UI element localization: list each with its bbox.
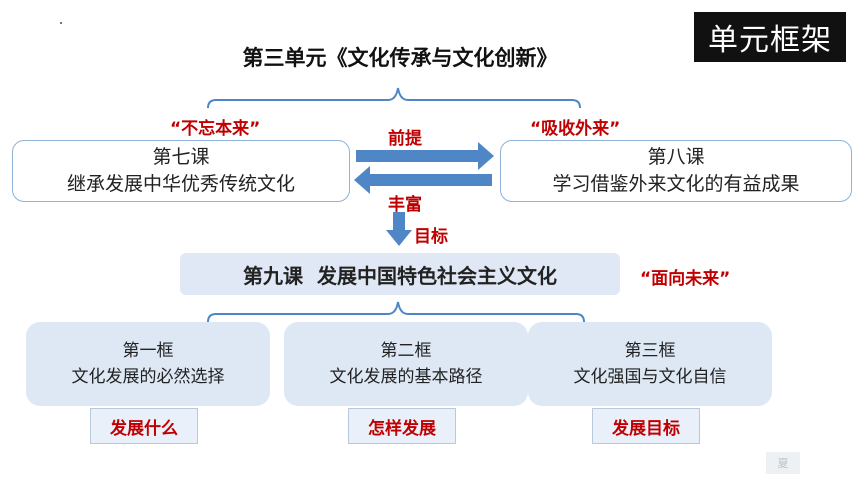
top-brace [207,87,581,109]
frame-3-tag: 发展目标 [592,408,700,444]
arrow-label-enrich: 丰富 [388,195,422,215]
section-badge: 单元框架 [694,12,846,62]
unit-title: 第三单元《文化传承与文化创新》 [242,46,558,70]
frame-2-text: 文化发展的基本路径 [329,367,483,387]
quote-left: “不忘本来” [170,119,261,139]
arrow-left-shape [354,166,492,194]
arrow-right-shape [356,142,494,170]
dot-mark [60,22,62,24]
frame-1-text: 文化发展的必然选择 [71,367,225,387]
arrow-label-goal: 目标 [414,227,448,247]
arrow-down-shape [386,212,412,246]
corner-mark: 夏 [766,452,800,474]
frame-1-box: 第一框 文化发展的必然选择 [26,322,270,406]
frame-3-title: 第三框 [624,341,676,361]
lesson8-title: 第八课 [647,146,705,168]
frame-3-text: 文化强国与文化自信 [573,367,727,387]
frame-2-box: 第二框 文化发展的基本路径 [284,322,528,406]
lesson8-box: 第八课 学习借鉴外来文化的有益成果 [500,140,852,202]
lesson7-box: 第七课 继承发展中华优秀传统文化 [12,140,350,202]
frame-3-box: 第三框 文化强国与文化自信 [528,322,772,406]
frame-1-title: 第一框 [122,341,174,361]
lesson7-title: 第七课 [152,146,210,168]
arrow-label-premise: 前提 [388,129,422,149]
lesson8-text: 学习借鉴外来文化的有益成果 [552,173,800,195]
frame-2-tag: 怎样发展 [348,408,456,444]
quote-future: “面向未来” [640,269,731,289]
bottom-brace [207,301,585,323]
lesson7-text: 继承发展中华优秀传统文化 [66,173,295,195]
quote-right: “吸收外来” [530,119,621,139]
lesson9-text: 第九课 发展中国特色社会主义文化 [243,263,557,288]
frame-1-tag: 发展什么 [90,408,198,444]
lesson9-box: 第九课 发展中国特色社会主义文化 [180,253,620,295]
frame-2-title: 第二框 [380,341,432,361]
